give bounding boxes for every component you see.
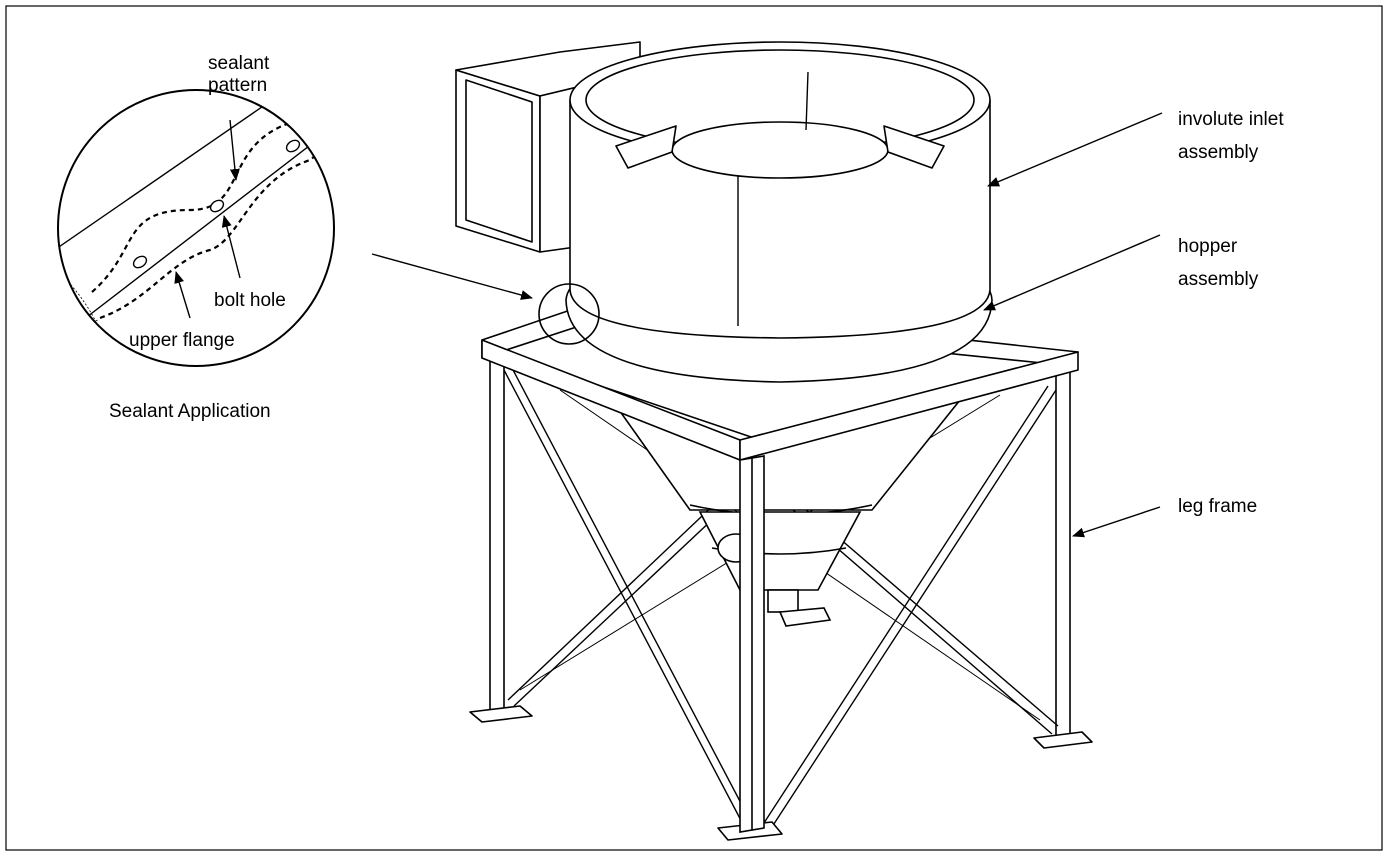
label-sealant-pattern-line2: pattern xyxy=(208,75,267,96)
leg-back-left xyxy=(489,349,505,715)
leader-upper-flange xyxy=(174,271,191,319)
sealant-detail: sealant pattern bolt hole upper flange xyxy=(57,53,335,367)
label-involute-inlet-line2: assembly xyxy=(1178,142,1259,163)
bolt-hole-2 xyxy=(209,199,225,213)
flange-edge-lower xyxy=(69,115,334,331)
label-hopper-line1: hopper xyxy=(1178,236,1238,257)
label-involute-inlet-line1: involute inlet xyxy=(1178,109,1284,130)
leader-involute-inlet xyxy=(987,112,1163,187)
label-sealant-pattern-line1: sealant xyxy=(208,53,270,74)
label-hopper-line2: assembly xyxy=(1178,269,1259,290)
hopper-outlet-plate xyxy=(778,607,832,627)
leg-front xyxy=(739,455,765,833)
foot-plate-left xyxy=(469,705,533,723)
inlet-cylinder-body xyxy=(569,100,991,339)
involute-inlet-assembly xyxy=(455,41,993,383)
inner-cone-top xyxy=(671,121,889,179)
foot-plate-right xyxy=(1033,731,1093,749)
leader-hopper xyxy=(983,234,1161,311)
label-upper-flange: upper flange xyxy=(129,330,235,351)
leader-bolt-hole xyxy=(221,215,241,279)
leader-leg-frame xyxy=(1072,506,1161,538)
detail-caption: Sealant Application xyxy=(109,401,271,422)
leader-sealant-pattern xyxy=(229,119,240,181)
inner-vane-right xyxy=(883,125,945,169)
bolt-hole-3 xyxy=(285,139,301,153)
inner-vane-left xyxy=(615,125,677,169)
frame-beam-front-right xyxy=(739,351,1079,461)
leg-back-right xyxy=(1055,367,1071,741)
hopper-outlet xyxy=(767,589,799,613)
figure-border xyxy=(5,5,1383,851)
bolt-hole-1 xyxy=(132,255,148,269)
inlet-duct-face xyxy=(455,69,541,253)
label-bolt-hole: bolt hole xyxy=(214,290,286,311)
label-leg-frame: leg frame xyxy=(1178,496,1257,517)
leader-detail-connector xyxy=(371,253,533,300)
detail-callout-circle xyxy=(538,283,600,345)
